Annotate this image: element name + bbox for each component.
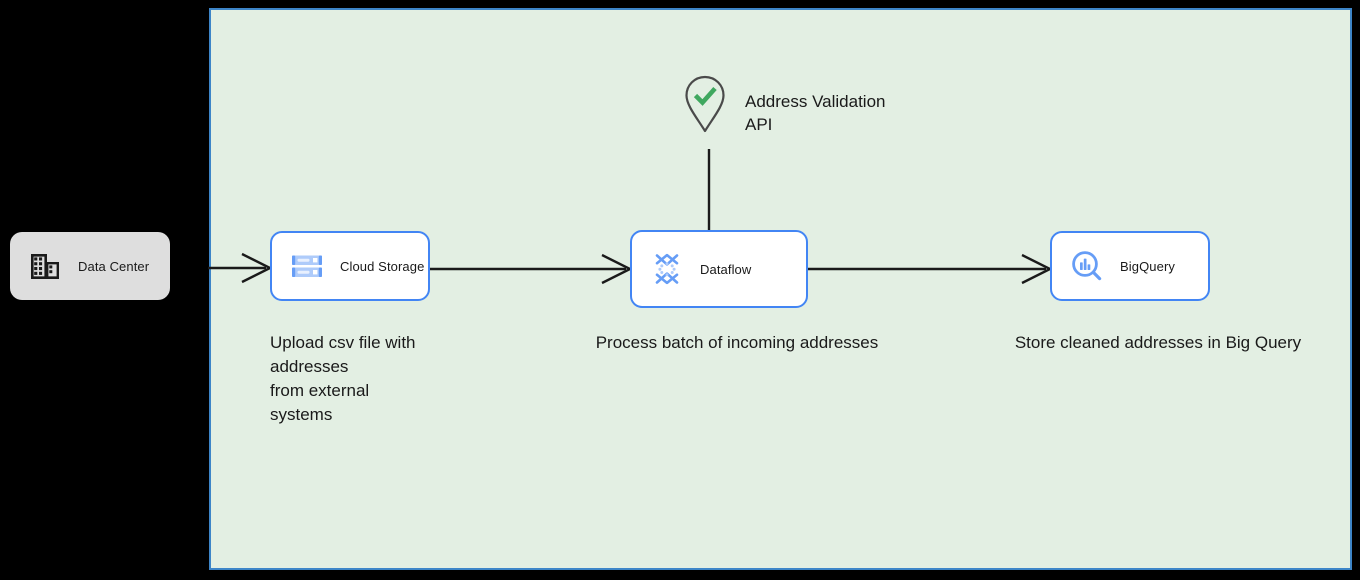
- node-dataflow-label: Dataflow: [700, 261, 752, 277]
- map-pin-check-icon: [685, 75, 725, 133]
- address-validation-api-label: Address Validation API: [745, 92, 886, 134]
- cloud-storage-icon: [292, 255, 322, 277]
- caption-process-batch: Process batch of incoming addresses: [595, 333, 879, 352]
- caption-store-cleaned: Store cleaned addresses in Big Query: [1014, 333, 1302, 352]
- node-cloud-storage-label: Cloud Storage: [340, 258, 425, 274]
- node-data-center[interactable]: Data Center: [10, 232, 170, 300]
- data-center-building-icon: [31, 254, 59, 279]
- node-bigquery[interactable]: BigQuery: [1050, 231, 1210, 301]
- node-cloud-storage[interactable]: Cloud Storage: [270, 231, 430, 301]
- node-dataflow[interactable]: Dataflow: [630, 230, 808, 308]
- node-bigquery-label: BigQuery: [1120, 258, 1175, 274]
- node-data-center-label: Data Center: [78, 258, 150, 274]
- bigquery-icon: [1072, 251, 1102, 281]
- address-validation-api-node[interactable]: Address Validation API: [683, 74, 886, 136]
- dataflow-icon: [655, 253, 679, 285]
- caption-upload-csv: Upload csv file with addresses from exte…: [270, 333, 416, 424]
